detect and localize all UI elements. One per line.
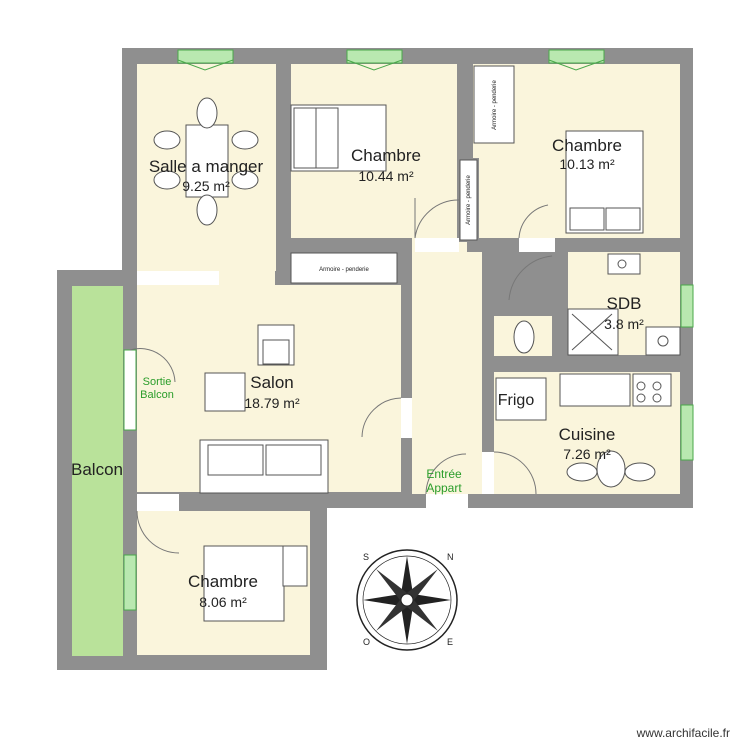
dining-table bbox=[185, 124, 229, 198]
armoire-label-chambre-2: Armoire - penderie bbox=[492, 79, 498, 129]
window-chambre-1 bbox=[346, 49, 403, 64]
entree-label-2: Appart bbox=[426, 481, 462, 495]
room-area-cuisine: 7.26 m² bbox=[563, 446, 611, 462]
bed-chambre-3 bbox=[203, 545, 285, 622]
room-name-sdb: SDB bbox=[607, 294, 642, 313]
window-sortie-balcon bbox=[123, 349, 137, 431]
room-name-salle-a-manger: Salle a manger bbox=[149, 157, 264, 176]
opening-salle-salon bbox=[137, 271, 219, 285]
room-name-chambre-3: Chambre bbox=[188, 572, 258, 591]
armoire-salon bbox=[290, 252, 398, 284]
sink-kitchen bbox=[559, 373, 631, 407]
fridge bbox=[495, 377, 547, 421]
fridge-label: Frigo bbox=[498, 392, 535, 409]
window-chambre-3 bbox=[123, 554, 137, 611]
room-labels: Salle a manger 9.25 m² Chambre 10.44 m² … bbox=[71, 136, 644, 610]
nightstand bbox=[282, 545, 308, 587]
watermark[interactable]: www.archifacile.fr bbox=[636, 726, 730, 740]
compass-rose: N S O E bbox=[356, 549, 458, 651]
room-area-chambre-1: 10.44 m² bbox=[358, 168, 414, 184]
armoire-chambre-1 bbox=[459, 159, 478, 241]
front-door-gap bbox=[426, 494, 468, 508]
toilet bbox=[513, 320, 535, 354]
room-name-salon: Salon bbox=[250, 373, 293, 392]
room-name-balcon: Balcon bbox=[71, 460, 123, 479]
window-marks bbox=[177, 59, 605, 71]
armoire-label-salon: Armoire - penderie bbox=[319, 267, 369, 273]
compass-o: O bbox=[363, 637, 370, 647]
armoire-chambre-2 bbox=[473, 65, 515, 144]
window-salle bbox=[177, 49, 234, 64]
room-name-cuisine: Cuisine bbox=[559, 425, 616, 444]
armoire-label-chambre-1: Armoire - penderie bbox=[466, 174, 472, 224]
window-sdb bbox=[680, 284, 694, 328]
room-name-chambre-1: Chambre bbox=[351, 146, 421, 165]
compass-e: E bbox=[447, 637, 453, 647]
windows bbox=[123, 49, 694, 611]
window-chambre-2 bbox=[548, 49, 605, 64]
door-swings bbox=[129, 198, 553, 554]
armchair-2 bbox=[204, 372, 246, 412]
compass-n: N bbox=[447, 552, 454, 562]
room-name-chambre-2: Chambre bbox=[552, 136, 622, 155]
floor-hallway bbox=[412, 252, 482, 494]
sortie-balcon-label-1: Sortie bbox=[143, 376, 172, 388]
room-area-chambre-3: 8.06 m² bbox=[199, 594, 247, 610]
compass-s: S bbox=[363, 552, 369, 562]
window-cuisine bbox=[680, 404, 694, 461]
room-area-salle-a-manger: 9.25 m² bbox=[182, 178, 230, 194]
furniture bbox=[153, 65, 681, 622]
sink-sdb bbox=[607, 253, 641, 275]
sortie-balcon-label-2: Balcon bbox=[140, 389, 174, 401]
room-area-chambre-2: 10.13 m² bbox=[559, 156, 615, 172]
door-gaps bbox=[137, 238, 555, 511]
room-area-salon: 18.79 m² bbox=[244, 395, 300, 411]
entree-label-1: Entrée bbox=[426, 467, 462, 481]
room-area-sdb: 3.8 m² bbox=[604, 316, 644, 332]
balcony-floor bbox=[72, 286, 123, 656]
